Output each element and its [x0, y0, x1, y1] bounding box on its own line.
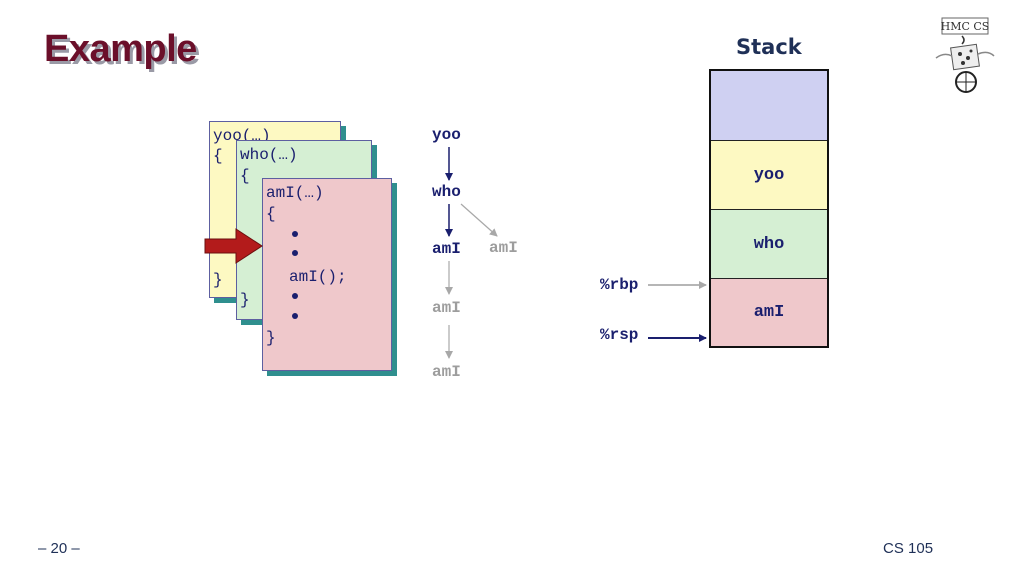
ami-open-brace: { [266, 205, 276, 223]
stack-box: yoo who amI [709, 69, 829, 348]
rsp-label: %rsp [600, 326, 639, 344]
rbp-label: %rbp [600, 276, 639, 294]
yoo-open-brace: { [213, 147, 223, 165]
stack-frame-ami: amI [711, 279, 827, 346]
ellipsis-dot [292, 250, 298, 256]
ellipsis-dot [292, 231, 298, 237]
ami-code-card: amI(…) { amI(); } [262, 178, 392, 371]
logo-text: HMC CS [941, 20, 990, 33]
ami-header: amI(…) [266, 184, 324, 202]
chain-node-ami-3: amI [432, 363, 461, 381]
page-number: – 20 – [38, 540, 80, 557]
who-close-brace: } [240, 291, 250, 309]
ellipsis-dot [292, 293, 298, 299]
ami-recursive-call: amI(); [289, 268, 347, 286]
stack-frame-yoo: yoo [711, 141, 827, 210]
stack-frame-top [711, 71, 827, 141]
chain-node-who: who [432, 183, 461, 201]
chain-node-yoo: yoo [432, 126, 461, 144]
hmc-cs-logo: HMC CS [932, 14, 1004, 96]
yoo-close-brace: } [213, 271, 223, 289]
slide-title: Example [44, 28, 197, 70]
chain-arrow-who-ami-branch [460, 203, 498, 237]
current-line-arrow-icon [204, 228, 263, 264]
ami-close-brace: } [266, 329, 276, 347]
stack-frame-who: who [711, 210, 827, 279]
who-open-brace: { [240, 167, 250, 185]
chain-node-ami-branch: amI [489, 239, 518, 257]
ellipsis-dot [292, 313, 298, 319]
chain-node-ami-2: amI [432, 299, 461, 317]
stack-title: Stack [736, 35, 802, 59]
chain-node-ami: amI [432, 240, 461, 258]
who-header: who(…) [240, 146, 298, 164]
course-label: CS 105 [883, 540, 934, 557]
